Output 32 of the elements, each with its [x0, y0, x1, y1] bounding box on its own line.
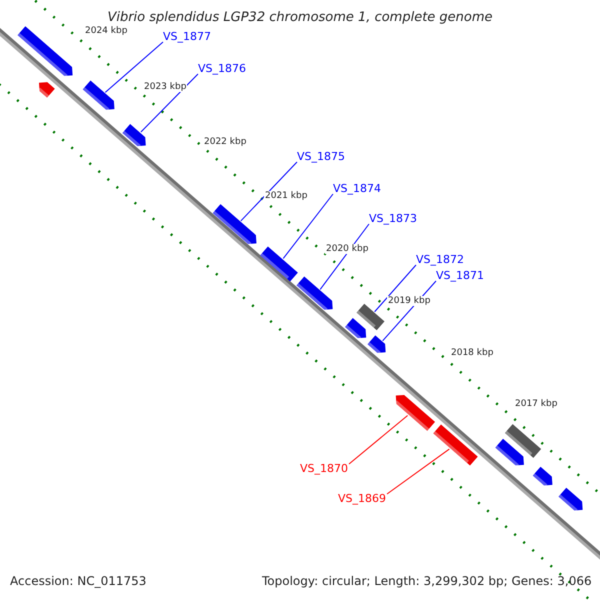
gene-label: VS_1871: [436, 269, 484, 282]
gene-label: VS_1874: [333, 182, 382, 195]
accession-text: Accession: NC_011753: [10, 574, 146, 588]
tick-label: 2019 kbp: [387, 296, 432, 306]
leader-line: [104, 42, 164, 93]
gene-label: VS_1875: [297, 150, 346, 163]
leader-line: [348, 414, 408, 464]
genome-info-text: Topology: circular; Length: 3,299,302 bp; Genes: 3,066: [262, 574, 592, 588]
gene-label: VS_1876: [198, 62, 246, 75]
leader-line: [320, 224, 370, 290]
tick-label: 2023 kbp: [143, 82, 188, 92]
leader-line: [240, 162, 298, 222]
leader-line: [386, 448, 450, 494]
leader-line: [374, 264, 416, 312]
tick-label: 2020 kbp: [325, 244, 370, 254]
leader-line: [140, 74, 198, 132]
gene-label: VS_1872: [416, 253, 464, 266]
tick-label: 2024 kbp: [84, 26, 128, 36]
gene-block: [432, 424, 478, 466]
gene-label: VS_1873: [369, 212, 418, 225]
leader-line: [282, 194, 334, 259]
gene-label: VS_1869: [338, 492, 386, 505]
gene-block: [260, 246, 298, 282]
gene-label: VS_1870: [300, 462, 348, 475]
title: Vibrio splendidus LGP32 chromosome 1, complete genome: [106, 10, 494, 25]
tick-label: 2022 kbp: [203, 137, 248, 147]
gene-label: VS_1877: [163, 30, 212, 43]
tick-label: 2017 kbp: [514, 399, 558, 409]
gene-block: [504, 424, 542, 458]
gene-block: [356, 304, 384, 330]
tick-label: 2021 kbp: [264, 191, 308, 201]
tick-label: 2018 kbp: [450, 348, 494, 358]
